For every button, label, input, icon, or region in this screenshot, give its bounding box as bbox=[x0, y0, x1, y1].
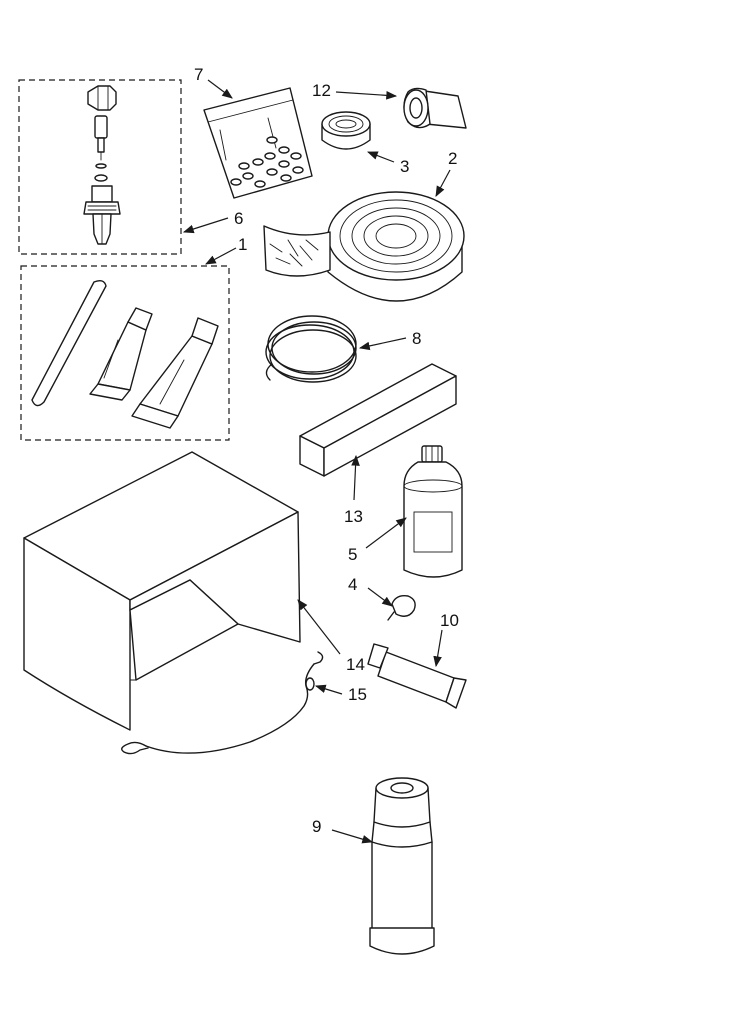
leader-12 bbox=[335, 91, 398, 100]
leader-6 bbox=[182, 217, 229, 234]
leader-15 bbox=[314, 684, 343, 695]
callout-14: 14 bbox=[346, 655, 365, 674]
leader-2 bbox=[435, 169, 451, 197]
part-12-tape-roll bbox=[403, 87, 467, 129]
part-2-large-roll bbox=[263, 191, 465, 302]
leader-10 bbox=[433, 629, 443, 668]
callout-4: 4 bbox=[348, 575, 357, 594]
part-4-capsule bbox=[387, 594, 416, 621]
callout-5: 5 bbox=[348, 545, 357, 564]
part-8-wire-coil bbox=[265, 315, 357, 383]
leader-1 bbox=[205, 247, 237, 265]
callout-1: 1 bbox=[238, 235, 247, 254]
callout-12: 12 bbox=[312, 81, 331, 100]
leader-7 bbox=[207, 79, 233, 99]
leader-14 bbox=[297, 599, 341, 655]
callout-7: 7 bbox=[194, 65, 203, 84]
leader-5 bbox=[365, 517, 407, 549]
part-5-bottle bbox=[403, 445, 463, 578]
callout-8: 8 bbox=[412, 329, 421, 348]
leader-3 bbox=[366, 151, 395, 163]
part-1-group-box bbox=[20, 265, 230, 441]
part-6-group-box bbox=[18, 79, 182, 255]
part-7-screw-bag bbox=[203, 87, 313, 199]
part-15-cord bbox=[121, 651, 324, 755]
leader-13 bbox=[351, 454, 360, 501]
callout-3: 3 bbox=[400, 157, 409, 176]
part-1-tube-kit bbox=[20, 265, 230, 441]
leader-4 bbox=[367, 587, 393, 607]
callout-10: 10 bbox=[440, 611, 459, 630]
callout-9: 9 bbox=[312, 817, 321, 836]
part-6-valve-assembly bbox=[18, 79, 182, 255]
leader-9 bbox=[331, 829, 374, 844]
part-14-cover bbox=[23, 451, 301, 731]
callout-labels: 7 12 3 2 6 1 8 13 5 4 10 14 15 9 bbox=[194, 65, 459, 836]
callout-6: 6 bbox=[234, 209, 243, 228]
part-10-small-tube bbox=[367, 643, 467, 709]
part-3-small-coil bbox=[321, 111, 371, 150]
part-13-foam-block bbox=[299, 363, 457, 477]
callout-13: 13 bbox=[344, 507, 363, 526]
callout-2: 2 bbox=[448, 149, 457, 168]
leader-lines bbox=[182, 79, 451, 844]
leader-8 bbox=[358, 337, 407, 351]
callout-15: 15 bbox=[348, 685, 367, 704]
part-9-aerosol-can bbox=[369, 777, 435, 955]
